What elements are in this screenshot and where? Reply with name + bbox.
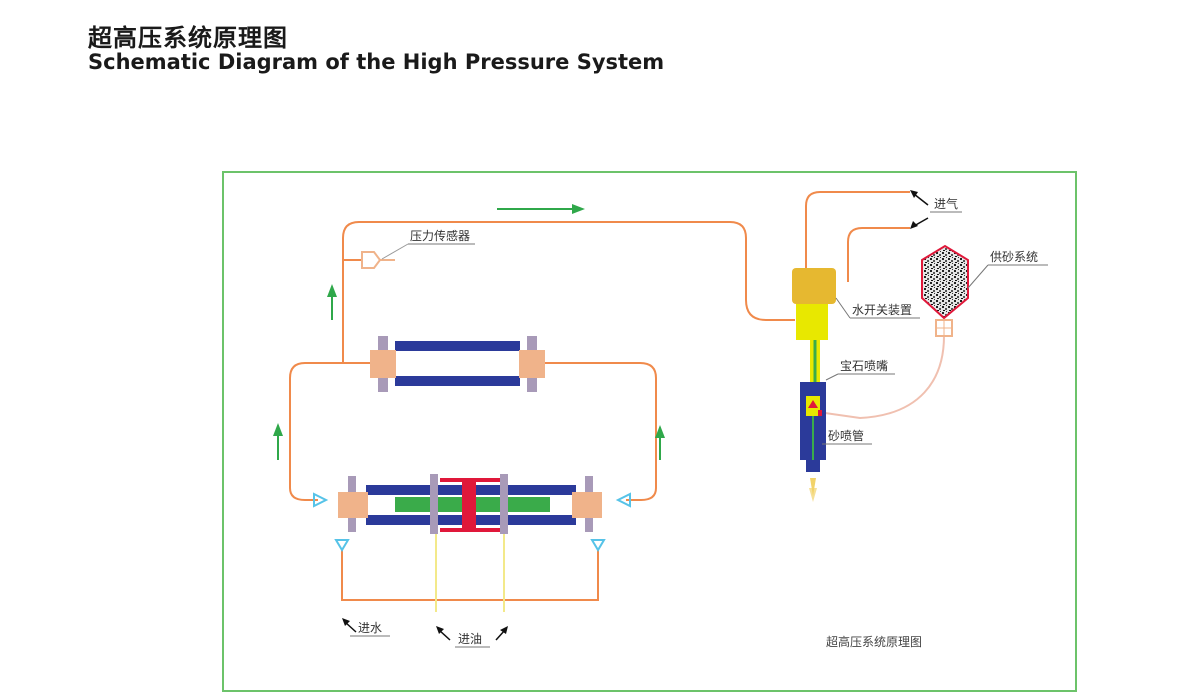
sand-hopper <box>921 244 969 337</box>
diagram-frame <box>222 171 1077 692</box>
label-jewel-nozzle: 宝石喷嘴 <box>840 359 888 373</box>
intensifier-assembly <box>338 474 602 534</box>
page-title-cn: 超高压系统原理图 <box>88 24 288 52</box>
flow-arrows <box>273 204 665 460</box>
label-water-inlet: 进水 <box>358 621 382 635</box>
diagram-caption: 超高压系统原理图 <box>826 634 922 649</box>
high-pressure-pipes <box>289 191 910 601</box>
label-air-inlet: 进气 <box>934 196 958 211</box>
outlet-accumulator-cylinder <box>370 336 545 392</box>
page-title-en: Schematic Diagram of the High Pressure S… <box>88 50 665 74</box>
check-valves <box>313 492 631 552</box>
label-sand-supply: 供砂系统 <box>990 250 1038 264</box>
label-sand-tube: 砂喷管 <box>828 428 864 443</box>
oil-lines <box>435 530 505 612</box>
cutting-head <box>792 268 836 502</box>
sand-feed-line <box>817 335 945 420</box>
label-pressure-sensor: 压力传感器 <box>410 228 470 243</box>
pointer-arrows <box>342 190 929 641</box>
label-water-switch: 水开关装置 <box>852 303 912 317</box>
label-oil-inlet: 进油 <box>458 632 482 646</box>
pressure-sensor <box>343 243 409 269</box>
label-leaders <box>350 211 1048 648</box>
